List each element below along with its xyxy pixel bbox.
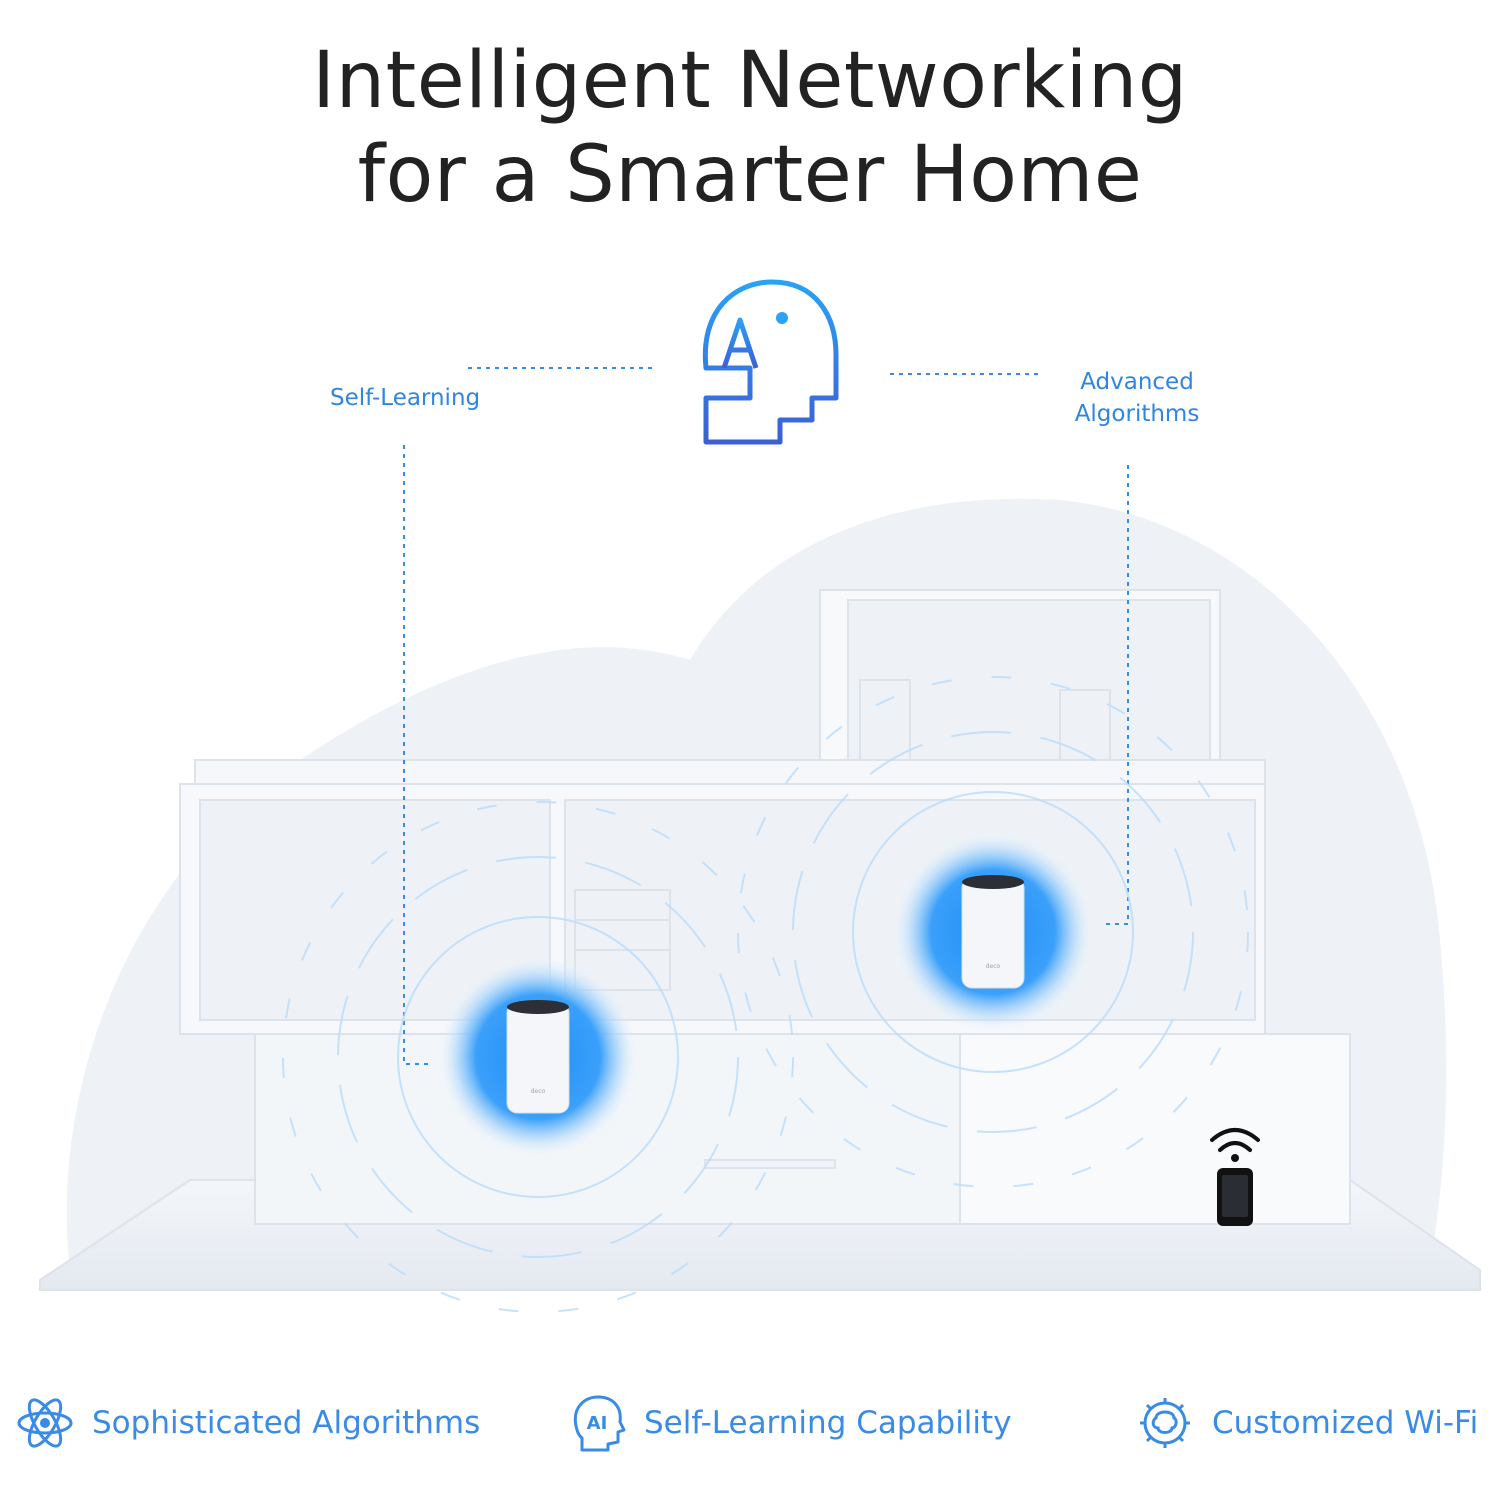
- mesh-router-lower: deco: [438, 957, 638, 1157]
- feature-sophisticated-algorithms: Sophisticated Algorithms: [14, 1388, 480, 1458]
- feature-label: Sophisticated Algorithms: [92, 1405, 481, 1441]
- callout-advanced-algorithms: Advanced Algorithms: [1062, 366, 1212, 430]
- signal-rings: [282, 676, 1249, 1313]
- callout-right-line-1: Advanced: [1080, 369, 1194, 395]
- mesh-router-upper: deco: [893, 832, 1093, 1032]
- svg-text:deco: deco: [531, 1088, 546, 1095]
- atom-icon: [17, 1398, 73, 1448]
- headline-line-2: for a Smarter Home: [357, 130, 1143, 220]
- gear-brain-icon: [1140, 1398, 1190, 1448]
- house-model: [39, 589, 1481, 1291]
- svg-text:AI: AI: [587, 1413, 608, 1434]
- connector-lines: [403, 367, 1129, 1065]
- svg-text:deco: deco: [986, 963, 1001, 970]
- feature-self-learning-capability: AI Self-Learning Capability: [566, 1388, 1012, 1458]
- ai-head-icon: [702, 279, 839, 445]
- headline: Intelligent Networking for a Smarter Hom…: [0, 34, 1500, 222]
- feature-label: Customized Wi-Fi: [1212, 1405, 1479, 1441]
- headline-line-1: Intelligent Networking: [312, 36, 1188, 126]
- ai-head-icon: AI: [573, 1395, 626, 1452]
- feature-customized-wifi: Customized Wi-Fi: [1134, 1388, 1478, 1458]
- callout-right-line-2: Algorithms: [1074, 401, 1200, 427]
- feature-label: Self-Learning Capability: [644, 1405, 1012, 1441]
- phone-wifi-icon: [1210, 1128, 1260, 1226]
- callout-self-learning: Self-Learning: [330, 385, 481, 411]
